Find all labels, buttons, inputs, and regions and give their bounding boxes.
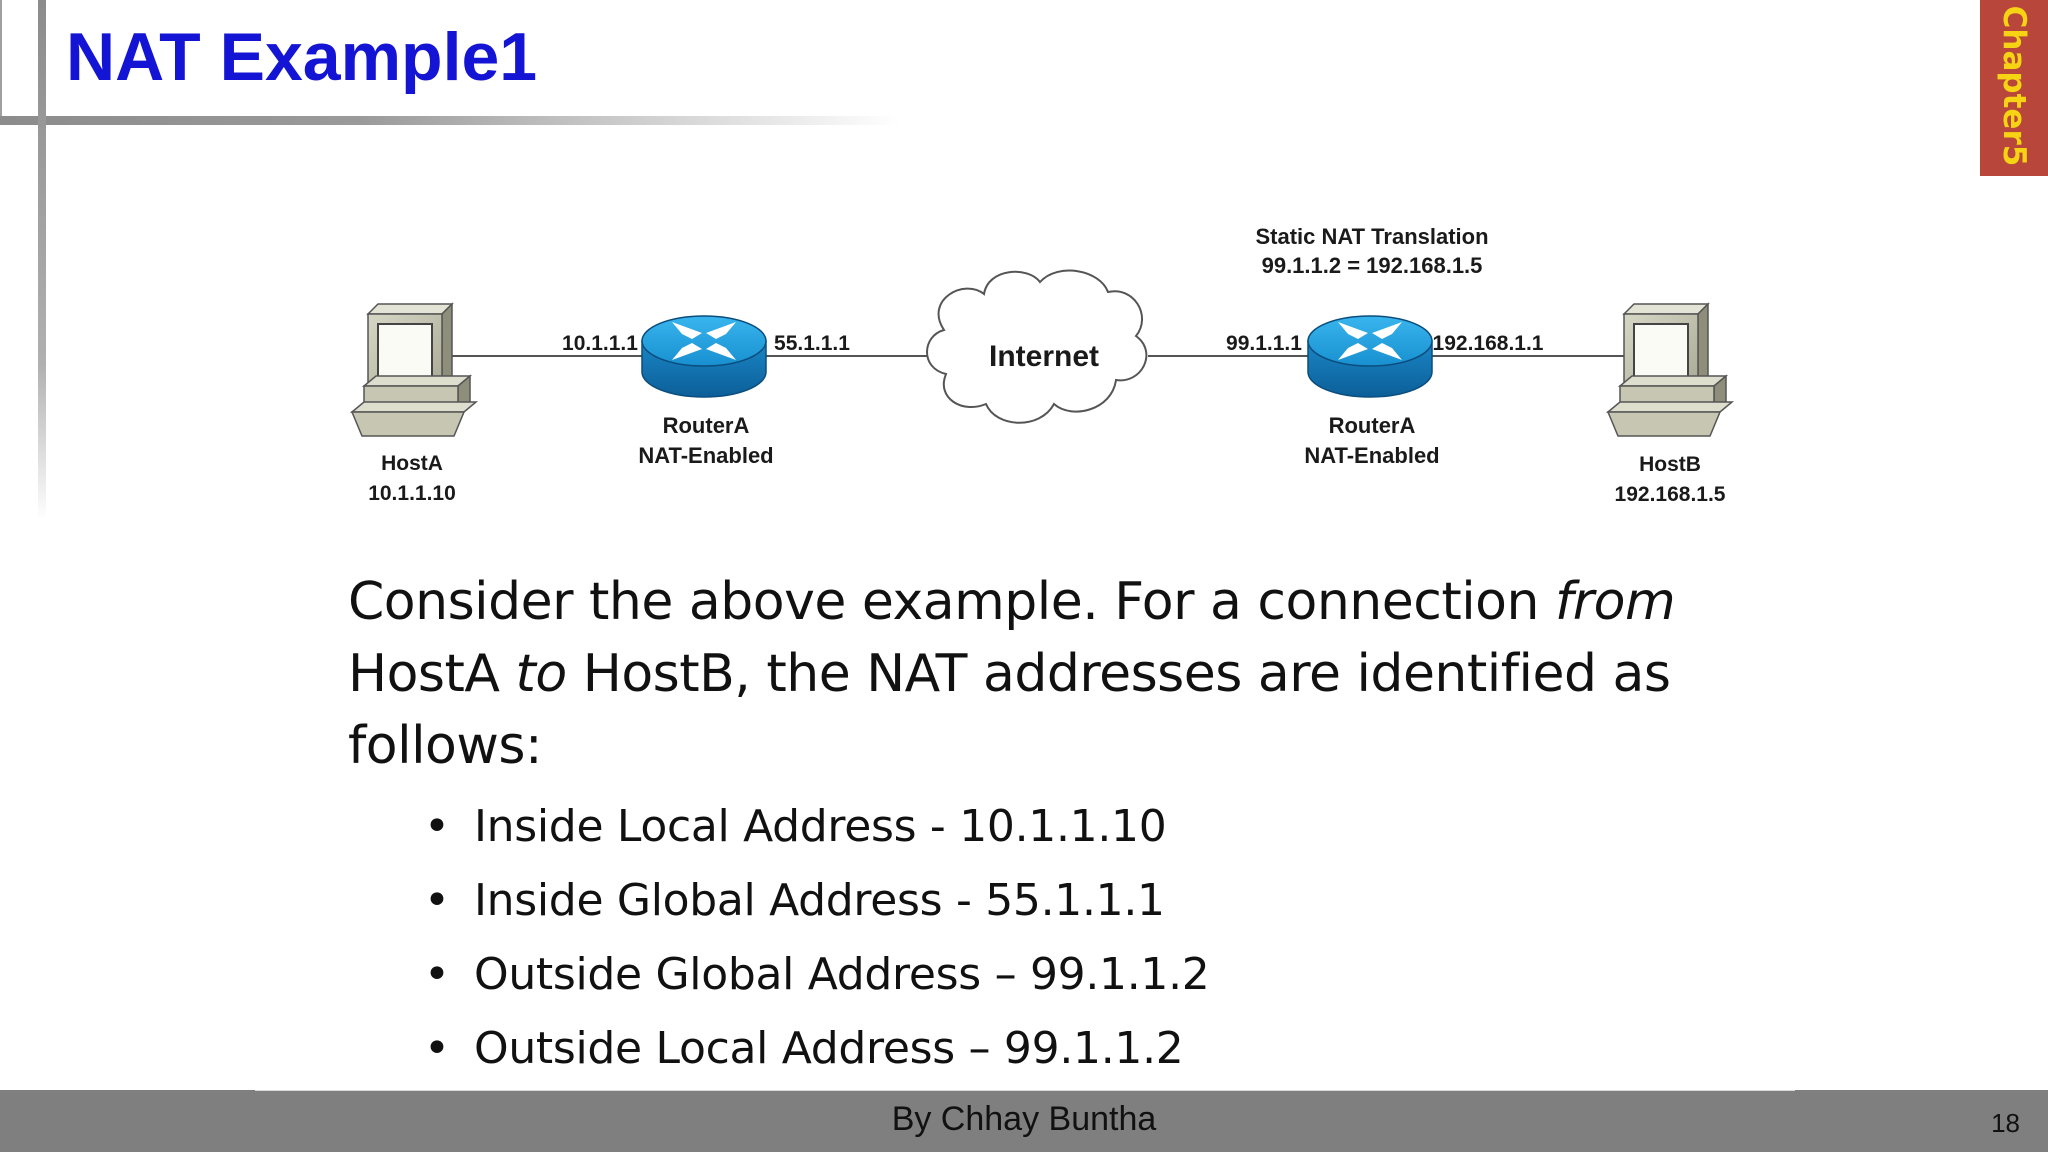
page-number: 18 — [1991, 1108, 2020, 1138]
host-b-name: HostB — [1639, 453, 1701, 476]
para-text-3: HostB, the NAT addresses are identified … — [348, 644, 1671, 776]
router-right-role: NAT-Enabled — [1304, 443, 1439, 468]
para-text-1: Consider the above example. For a connec… — [348, 572, 1555, 632]
router-right-name: RouterA — [1329, 413, 1416, 438]
router-right-icon — [1307, 315, 1433, 398]
footer-bar — [0, 1090, 2048, 1152]
host-a-computer-icon — [349, 302, 479, 437]
bullet-outside-local: Outside Local Address – 99.1.1.2 — [424, 1012, 1209, 1086]
para-em-to: to — [515, 644, 568, 704]
static-nat-title: Static NAT Translation — [1255, 224, 1488, 249]
host-b-computer-icon — [1605, 302, 1735, 437]
router-left-icon — [641, 315, 767, 398]
static-nat-mapping: 99.1.1.2 = 192.168.1.5 — [1262, 253, 1483, 278]
explanation-paragraph: Consider the above example. For a connec… — [348, 566, 1688, 782]
para-text-2: HostA — [348, 644, 516, 704]
router-right-outside-ip: 99.1.1.1 — [1226, 332, 1302, 355]
para-em-from: from — [1554, 572, 1676, 632]
internet-cloud-icon — [926, 269, 1148, 424]
internet-label: Internet — [989, 340, 1099, 373]
router-left-inside-ip: 10.1.1.1 — [562, 332, 638, 355]
nat-address-list: Inside Local Address - 10.1.1.10 Inside … — [424, 790, 1210, 1086]
host-a-ip: 10.1.1.10 — [368, 482, 456, 505]
footer-author: By Chhay Buntha — [891, 1100, 1157, 1138]
host-b-ip: 192.168.1.5 — [1615, 483, 1726, 506]
router-left-role: NAT-Enabled — [638, 443, 773, 468]
title-underline — [0, 116, 900, 125]
bullet-outside-global: Outside Global Address – 99.1.1.2 — [424, 938, 1210, 1012]
footer-divider — [255, 1090, 1795, 1091]
router-left-outside-ip: 55.1.1.1 — [774, 332, 850, 355]
host-a-name: HostA — [381, 452, 443, 475]
chapter-tab — [1980, 0, 2048, 176]
bullet-inside-local: Inside Local Address - 10.1.1.10 — [424, 790, 1209, 864]
router-right-inside-ip: 192.168.1.1 — [1433, 332, 1544, 355]
bullet-inside-global: Inside Global Address - 55.1.1.1 — [424, 864, 1209, 938]
router-left-name: RouterA — [663, 413, 750, 438]
slide-title: NAT Example1 — [66, 19, 538, 95]
slide-left-rule — [38, 0, 46, 520]
slide-left-edge — [0, 0, 2, 124]
